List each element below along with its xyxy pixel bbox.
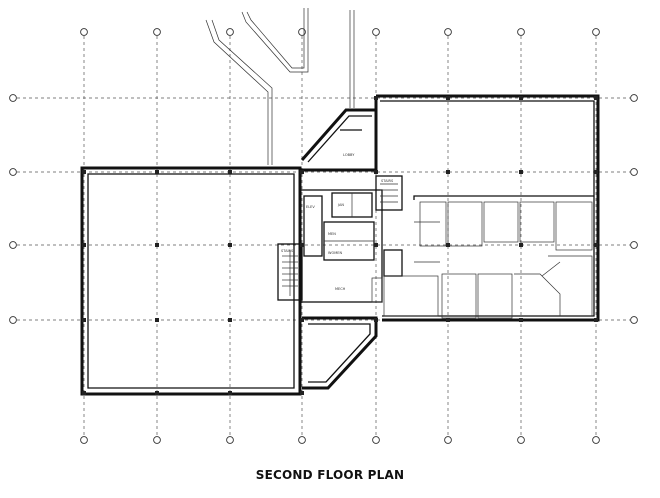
grid-bubble-bottom — [372, 436, 380, 444]
office-partitions — [383, 195, 594, 319]
column — [155, 318, 159, 322]
structural-columns — [82, 96, 598, 395]
column — [446, 243, 450, 247]
column — [300, 318, 304, 322]
column — [519, 243, 523, 247]
grid-bubble-bottom — [517, 436, 525, 444]
room-label-stairs-east: STAIRS — [381, 179, 394, 183]
column — [374, 318, 378, 322]
column — [228, 170, 232, 174]
grid-bubble-bottom — [153, 436, 161, 444]
column — [82, 391, 86, 395]
grid-bubble-right — [630, 94, 638, 102]
column — [300, 391, 304, 395]
left-wing-walls — [80, 166, 302, 396]
grid-bubble-top — [153, 28, 161, 36]
grid-bubble-top — [372, 28, 380, 36]
grid-bubble-top — [444, 28, 452, 36]
grid-bubble-left — [9, 168, 17, 176]
grid-bubble-top — [517, 28, 525, 36]
column — [374, 96, 378, 100]
room-label-janitor: JAN — [337, 203, 344, 207]
room-label-mens: MEN — [328, 232, 336, 236]
grid-bubble-bottom — [226, 436, 234, 444]
room-label-stairs-west: STAIRS — [281, 249, 294, 253]
column — [155, 170, 159, 174]
grid-bubble-top — [592, 28, 600, 36]
grid-bubble-right — [630, 241, 638, 249]
column — [594, 318, 598, 322]
column — [519, 96, 523, 100]
room-label-lobby: LOBBY — [343, 153, 355, 157]
lobby-walls — [300, 108, 378, 172]
lower-wing-walls — [302, 316, 378, 390]
grid-bubble-left — [9, 316, 17, 324]
column — [228, 243, 232, 247]
column — [519, 318, 523, 322]
column — [82, 318, 86, 322]
grid-bubble-right — [630, 316, 638, 324]
grid-bubble-left — [9, 241, 17, 249]
site-path-lines — [205, 8, 355, 165]
column — [594, 96, 598, 100]
column — [446, 170, 450, 174]
grid-bubble-bottom — [80, 436, 88, 444]
grid-bubble-top — [226, 28, 234, 36]
grid-bubble-top — [80, 28, 88, 36]
column — [155, 391, 159, 395]
grid-bubble-top — [298, 28, 306, 36]
right-wing-walls — [374, 94, 600, 322]
grid-bubble-bottom — [592, 436, 600, 444]
grid-bubble-bottom — [444, 436, 452, 444]
column — [82, 243, 86, 247]
column — [446, 318, 450, 322]
column — [82, 170, 86, 174]
room-label-mech: MECH — [335, 287, 346, 291]
grid-bubbles — [9, 28, 638, 444]
column — [300, 243, 304, 247]
grid-bubble-left — [9, 94, 17, 102]
column-grid — [17, 36, 630, 436]
room-labels: LOBBY STAIRS STAIRS ELEV MECH MEN WOMEN … — [281, 153, 394, 291]
column — [519, 170, 523, 174]
column — [228, 318, 232, 322]
column — [374, 170, 378, 174]
column — [594, 243, 598, 247]
core-walls — [277, 175, 403, 303]
column — [155, 243, 159, 247]
drawing-title: SECOND FLOOR PLAN — [255, 468, 405, 482]
column — [228, 391, 232, 395]
grid-bubble-bottom — [298, 436, 306, 444]
grid-bubble-right — [630, 168, 638, 176]
column — [446, 96, 450, 100]
room-label-womens: WOMEN — [328, 251, 342, 255]
column — [594, 170, 598, 174]
column — [300, 170, 304, 174]
room-label-elevator: ELEV — [306, 205, 315, 209]
column — [374, 243, 378, 247]
